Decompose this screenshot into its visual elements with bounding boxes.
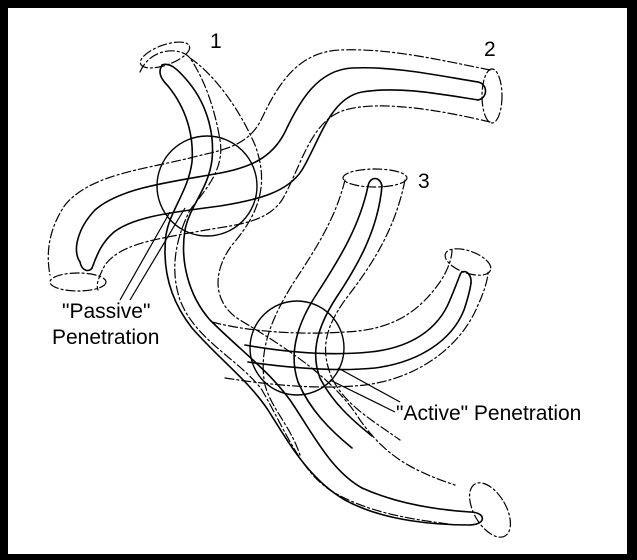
tube-4-sheath-bottom xyxy=(224,271,489,388)
tube-label-3: 3 xyxy=(418,170,430,193)
passive-penetration-ring xyxy=(156,135,258,237)
passive-leader-a xyxy=(129,207,186,301)
tube-1-sheath-right xyxy=(189,57,456,486)
tube-3-wall-b xyxy=(314,185,383,437)
tube-2-wall-a xyxy=(75,66,479,263)
tube-2-wall-b xyxy=(91,89,479,269)
tube-label-2: 2 xyxy=(484,38,496,61)
active-leader-a xyxy=(329,379,396,413)
tube-1 xyxy=(139,41,512,538)
passive-leader-b xyxy=(119,211,171,301)
tube-4 xyxy=(211,248,492,388)
active-penetration-ring xyxy=(249,300,345,396)
tube-3-sheath-right xyxy=(325,179,406,441)
tube-2 xyxy=(47,49,503,292)
active-penetration-label: "Active" Penetration xyxy=(396,402,582,425)
tube-2-end-round-right xyxy=(477,81,487,101)
tube-label-1: 1 xyxy=(210,30,222,53)
tube-3-end-cap-top xyxy=(342,168,408,188)
passive-penetration-label-line1: "Passive" xyxy=(62,300,151,323)
tube-4-wall-a xyxy=(244,274,461,355)
tube-4-end-round xyxy=(459,270,472,284)
tube-3-sheath-left xyxy=(262,179,346,456)
tube-1-end-cap-top xyxy=(139,41,191,69)
tube-4-wall-b xyxy=(247,282,472,371)
tube-3 xyxy=(262,168,408,456)
passive-penetration-label-line2: Penetration xyxy=(52,326,160,349)
tube-2-sheath-top xyxy=(47,49,491,276)
tube-2-end-round-left xyxy=(79,261,93,272)
tube-4-end-cap xyxy=(444,248,492,276)
tube-4-sheath-top xyxy=(211,249,453,334)
active-leader-b xyxy=(337,367,401,403)
tube-1-end-round xyxy=(469,511,484,526)
tube-1-wall-b xyxy=(159,64,471,526)
tube-2-sheath-bottom xyxy=(96,105,491,291)
tube-1-end-cap-bottom xyxy=(468,482,512,538)
tube-1-wall-a xyxy=(161,63,471,513)
tube-2-end-cap-right xyxy=(481,68,503,124)
tube-2-end-cap-left xyxy=(49,272,107,292)
tube-3-end-round xyxy=(367,177,383,187)
